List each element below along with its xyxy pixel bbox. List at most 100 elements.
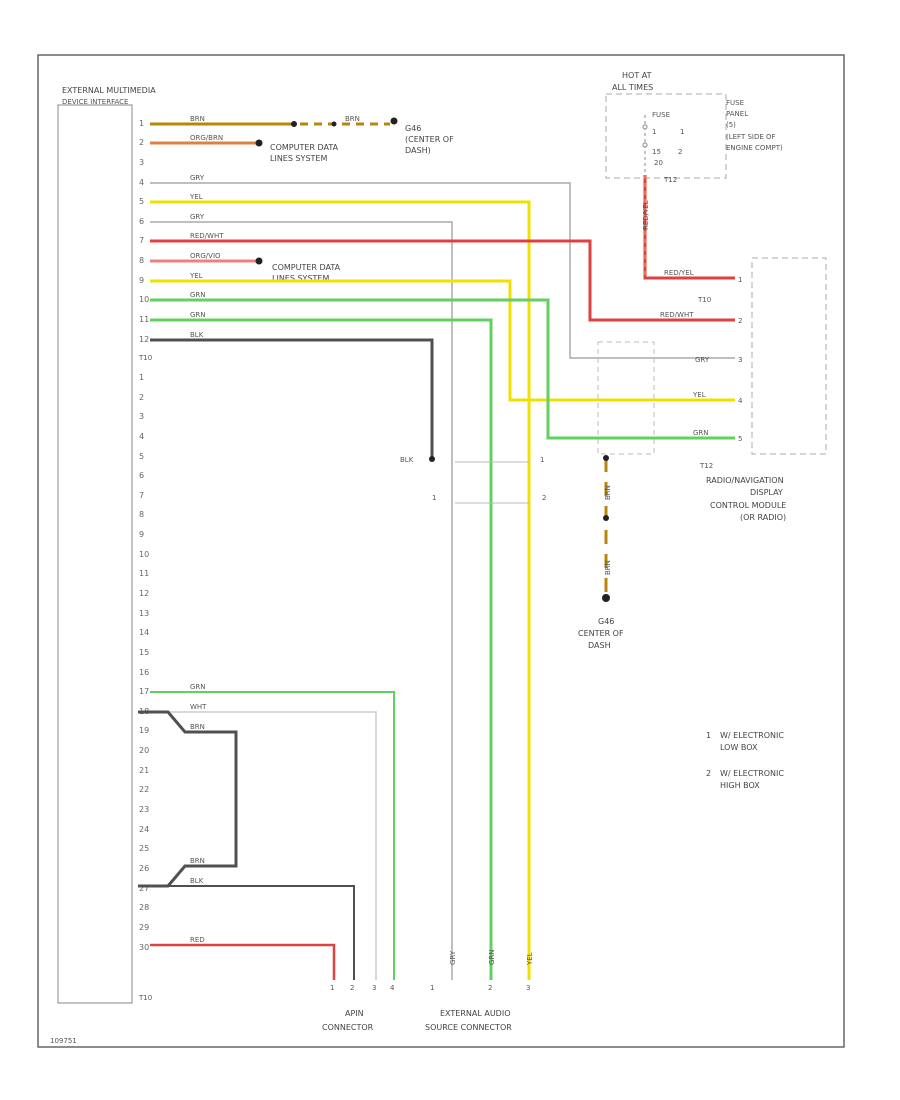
wire-label: GRY: [449, 950, 457, 965]
pin-mark: 1: [432, 494, 436, 502]
bottom-pin-labels: 1 2 3 4 5 6 7 8 9 10 11 12 13 14 15 16 1…: [139, 373, 149, 952]
wire-blk: [150, 338, 434, 458]
wire-label: YEL: [189, 193, 203, 201]
ground-label: G46: [598, 617, 614, 626]
pin-label: 15: [139, 648, 149, 657]
wire-label: BRN: [345, 115, 360, 123]
splice-dot: [603, 455, 609, 461]
wire-label: RED/YEL: [664, 269, 694, 277]
pin-label: 23: [139, 805, 149, 814]
wire-label: GRN: [190, 311, 206, 319]
pin-label: 9: [139, 276, 144, 285]
wire-yel-2: [150, 279, 735, 402]
pin-label: 11: [139, 569, 149, 578]
pin-label: 4: [139, 432, 144, 441]
fuse-hot-label: ALL TIMES: [612, 83, 653, 92]
footer-code: 109751: [50, 1037, 77, 1045]
pin-label: 28: [139, 903, 149, 912]
fuse-label: 1: [652, 128, 656, 136]
splice-dot: [331, 121, 337, 127]
fuse-panel-label: ENGINE COMPT): [726, 144, 783, 152]
wire-gry-2: [150, 221, 453, 980]
splice-dot: [291, 121, 297, 127]
pin-label: 7: [139, 491, 144, 500]
wire-label: GRN: [488, 949, 496, 965]
pin-label: 3: [139, 158, 144, 167]
pin-label: 13: [139, 609, 149, 618]
pin-label: 12: [139, 589, 149, 598]
fuse-panel-label: (LEFT SIDE OF: [726, 133, 776, 141]
connector-label-bottom: T10: [138, 994, 152, 1002]
wire-brn-loop: [138, 710, 238, 888]
wire-label: BRN: [190, 857, 205, 865]
interface-module-box: [57, 104, 133, 1004]
splice-dot: [429, 456, 435, 462]
crossing-mark: [455, 461, 530, 504]
radio-module-label: (OR RADIO): [740, 513, 786, 522]
wire-label: BRN: [604, 560, 612, 575]
fuse-label: 2: [678, 148, 682, 156]
pin-label: 21: [139, 766, 149, 775]
apin-label: CONNECTOR: [322, 1023, 374, 1032]
module-title-1: EXTERNAL MULTIMEDIA: [62, 86, 156, 95]
wire-red-wht: [150, 239, 735, 322]
apin-label: APIN: [345, 1009, 364, 1018]
pin-mark: 1: [330, 984, 334, 992]
wire-yel: [150, 200, 531, 980]
module-title-2: DEVICE INTERFACE: [62, 98, 128, 106]
wire-label: RED/WHT: [660, 311, 694, 319]
ground-dot: [390, 117, 398, 125]
wire-label: GRN: [190, 291, 206, 299]
radio-module-label: DISPLAY: [750, 488, 783, 497]
pin-mark: 3: [526, 984, 530, 992]
pin-label: 5: [139, 452, 144, 461]
pin-label: 27: [139, 884, 149, 893]
top-pin-labels: 1 2 3 4 5 6 7 8 9 10 11 12: [139, 119, 149, 344]
radio-module-label: RADIO/NAVIGATION: [706, 476, 784, 485]
fuse-panel-label: FUSE: [726, 99, 744, 107]
fuse-hot-label: HOT AT: [622, 71, 652, 80]
pin-label: 1: [139, 119, 144, 128]
system-label: LINES SYSTEM: [272, 274, 329, 283]
wire-label: GRN: [190, 683, 206, 691]
pin-label: 19: [139, 726, 149, 735]
ground-dot: [602, 594, 610, 602]
radio-module-box: [751, 257, 827, 455]
fuse-label: 1: [680, 128, 684, 136]
wire-label: YEL: [692, 391, 706, 399]
fuse-panel-label: PANEL: [726, 110, 748, 118]
pin-label: 14: [139, 628, 149, 637]
wire-label: BLK: [190, 331, 204, 339]
pin-label: 12: [139, 335, 149, 344]
connector-label: T12: [663, 176, 677, 184]
wire-label: RED/WHT: [190, 232, 224, 240]
fuse-terminal: [642, 142, 648, 148]
pin-label: 2: [139, 393, 144, 402]
connector-label-top: T10: [138, 354, 152, 362]
pin-label: 26: [139, 864, 149, 873]
pin-mark: 3: [738, 356, 742, 364]
note-text: LOW BOX: [720, 743, 758, 752]
pin-mark: 2: [488, 984, 492, 992]
pin-mark: 2: [738, 317, 742, 325]
pin-label: 20: [139, 746, 149, 755]
ground-label: G46: [405, 124, 421, 133]
pin-label: 8: [139, 256, 144, 265]
wire-red-yel: [643, 175, 735, 280]
wire-label: GRY: [190, 213, 205, 221]
note-number: 2: [706, 769, 711, 778]
wire-wht: [150, 711, 377, 980]
splice-dot: [255, 139, 263, 147]
wire-label: ORG/BRN: [190, 134, 223, 142]
ext-audio-label: EXTERNAL AUDIO: [440, 1009, 511, 1018]
wire-label: WHT: [190, 703, 207, 711]
ground-label: (CENTER OF: [405, 135, 454, 144]
note-number: 1: [706, 731, 711, 740]
ground-label: DASH): [405, 146, 431, 155]
radio-module-label: CONTROL MODULE: [710, 501, 786, 510]
wire-label: YEL: [526, 952, 534, 966]
pin-label: 3: [139, 412, 144, 421]
pin-mark: 4: [390, 984, 395, 992]
pin-label: 17: [139, 687, 149, 696]
